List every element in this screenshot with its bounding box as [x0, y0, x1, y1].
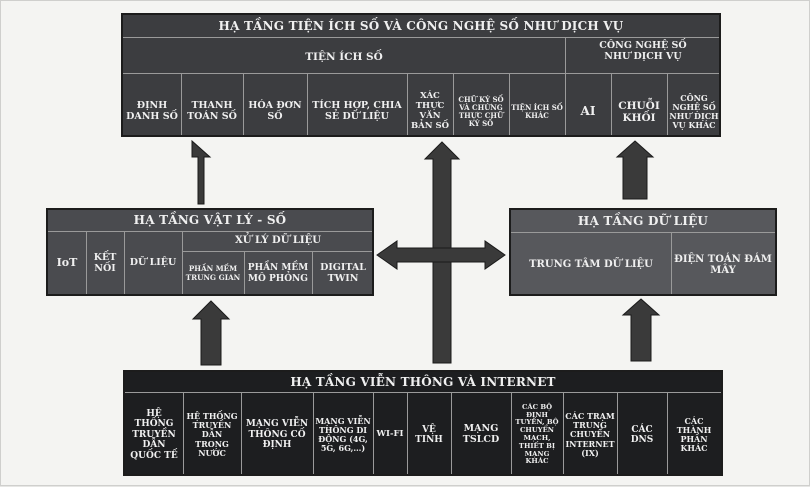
processing-simulation: PHẦN MỀM MÔ PHỎNG	[247, 263, 309, 284]
tech-other: CÔNG NGHỆ SỐ NHƯ DỊCH VỤ KHÁC	[669, 92, 719, 131]
digital-utilities-title: HẠ TẦNG TIỆN ÍCH SỐ VÀ CÔNG NGHỆ SỐ NHƯ …	[218, 19, 624, 33]
telecom-routers-switches: CÁC BỘ ĐỊNH TUYẾN, BỘ CHUYỂN MẠCH, THIẾT…	[515, 402, 559, 466]
telecom-intl-transmission: HỆ THỐNG TRUYỀN DẪN QUỐC TẾ	[130, 409, 178, 461]
utility-digital-invoice: HÓA ĐƠN SỐ	[248, 100, 302, 122]
arrow-up-data-to-top	[615, 140, 655, 200]
tech-header: CÔNG NGHỆ SỐ NHƯ DỊCH VỤ	[599, 40, 687, 62]
telecom-dns: CÁC DNS	[630, 424, 654, 445]
telecom-fixed-network: MẠNG VIỄN THÔNG CỐ ĐỊNH	[245, 419, 309, 451]
physical-connectivity: KẾT NỐI	[93, 251, 117, 274]
telecom-internet-box: HẠ TẦNG VIỄN THÔNG VÀ INTERNET HỆ THỐNG …	[123, 370, 723, 476]
arrow-up-physical-to-top	[191, 139, 212, 205]
physical-digital-box: HẠ TẦNG VẬT LÝ - SỐ IoT KẾT NỐI DỮ LIỆU …	[46, 208, 374, 296]
telecom-wifi: WI-FI	[376, 429, 404, 440]
arrow-up-telecom-to-data	[621, 298, 661, 362]
arrow-up-telecom-to-physical	[191, 300, 231, 366]
data-infrastructure-box: HẠ TẦNG DỮ LIỆU TRUNG TÂM DỮ LIỆU ĐIỆN T…	[509, 208, 777, 296]
physical-digital-title: HẠ TẦNG VẬT LÝ - SỐ	[133, 213, 287, 227]
physical-data: DỮ LIỆU	[129, 257, 177, 269]
telecom-ix: CÁC TRẠM TRUNG CHUYỂN INTERNET (IX)	[565, 411, 615, 458]
utility-digital-payment: THANH TOÁN SỐ	[187, 100, 237, 122]
utility-other: TIỆN ÍCH SỐ KHÁC	[511, 102, 563, 120]
utility-digital-signature: CHỮ KÝ SỐ VÀ CHỨNG THỰC CHỮ KÝ SỐ	[458, 94, 504, 129]
telecom-satellite: VỆ TINH	[415, 424, 443, 445]
utility-digital-id: ĐỊNH DANH SỐ	[126, 100, 178, 122]
telecom-internet-title: HẠ TẦNG VIỄN THÔNG VÀ INTERNET	[290, 375, 556, 389]
telecom-domestic-transmission: HỆ THỐNG TRUYỀN DẪN TRONG NƯỚC	[186, 411, 238, 458]
arrow-center-horizontal	[376, 240, 506, 270]
telecom-tslcd: MẠNG TSLCD	[462, 423, 500, 445]
tech-ai: AI	[580, 104, 596, 119]
utilities-header: TIỆN ÍCH SỐ	[305, 51, 383, 63]
processing-middleware: PHẦN MỀM TRUNG GIAN	[185, 264, 241, 282]
data-center: TRUNG TÂM DỮ LIỆU	[529, 259, 653, 271]
tech-blockchain: CHUỖI KHỐI	[618, 99, 660, 124]
data-infrastructure-title: HẠ TẦNG DỮ LIỆU	[577, 214, 709, 228]
utility-data-sharing: TÍCH HỢP, CHIA SẺ DỮ LIỆU	[312, 100, 402, 122]
telecom-other: CÁC THÀNH PHẦN KHÁC	[676, 415, 712, 454]
utility-document-auth: XÁC THỰC VĂN BẢN SỐ	[410, 91, 450, 131]
digital-utilities-box: HẠ TẦNG TIỆN ÍCH SỐ VÀ CÔNG NGHỆ SỐ NHƯ …	[121, 13, 721, 137]
physical-iot: IoT	[56, 256, 78, 270]
processing-header: XỬ LÝ DỮ LIỆU	[235, 235, 321, 247]
processing-digital-twin: DIGITAL TWIN	[320, 261, 366, 284]
cloud-computing: ĐIỆN TOÁN ĐÁM MÂY	[674, 253, 772, 277]
telecom-mobile-network: MẠNG VIỄN THÔNG DI ĐỘNG (4G, 5G, 6G,…)	[315, 415, 371, 454]
